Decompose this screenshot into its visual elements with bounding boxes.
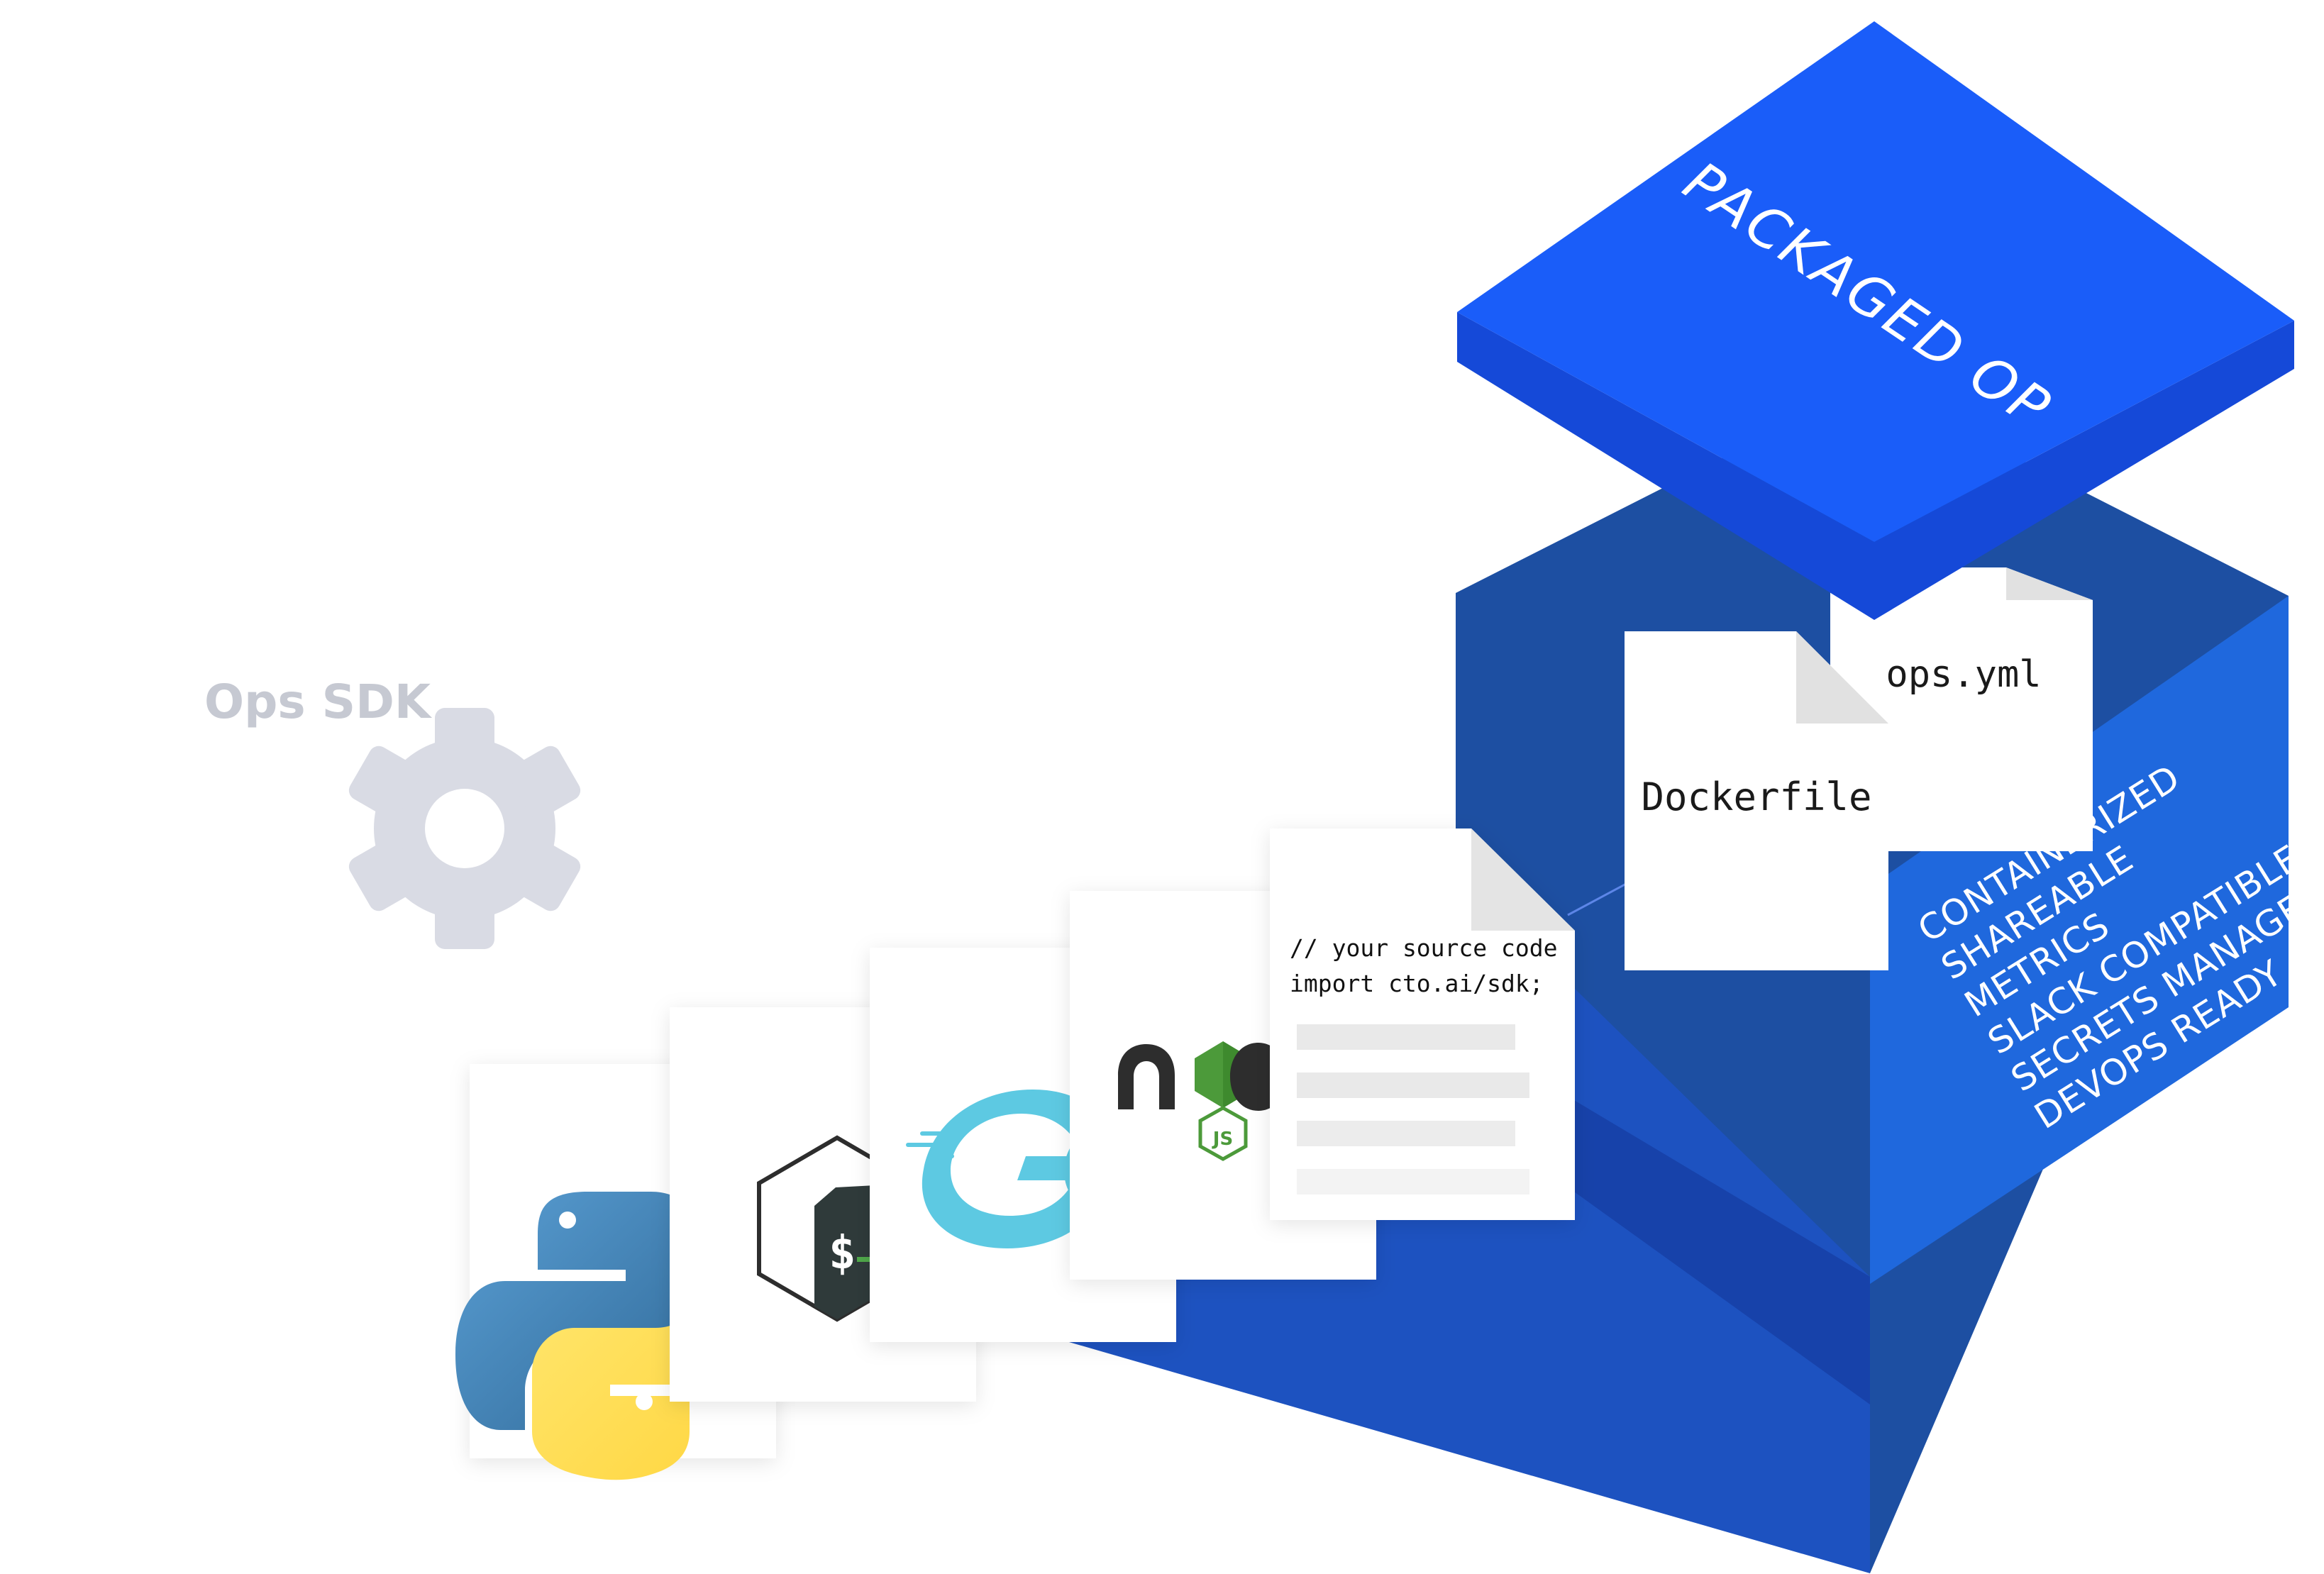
dockerfile-label: Dockerfile [1641,775,1871,819]
dockerfile-file: Dockerfile [1625,631,1888,970]
node-js-mark: JS [1212,1129,1233,1150]
ops-yml-file: ops.yml [1830,567,2093,851]
cube-right-face [1870,596,2289,1284]
gear-icon [348,708,581,949]
bash-dollar: $ [829,1227,856,1280]
lid-edge [1457,312,2294,620]
source-code-import: import cto.ai/sdk; [1290,970,1544,997]
source-code-placeholder-lines [1297,1024,1529,1195]
ops-yml-label: ops.yml [1886,653,2041,696]
nodejs-logo-icon: JS [1118,1031,1293,1161]
source-code-comment: // your source code [1290,934,1558,962]
sdk-title: Ops SDK [204,675,433,729]
lid-top [1457,21,2294,542]
cube-lid: PACKAGED OP [1457,21,2294,620]
cube-inner-floor [1064,872,1870,1573]
